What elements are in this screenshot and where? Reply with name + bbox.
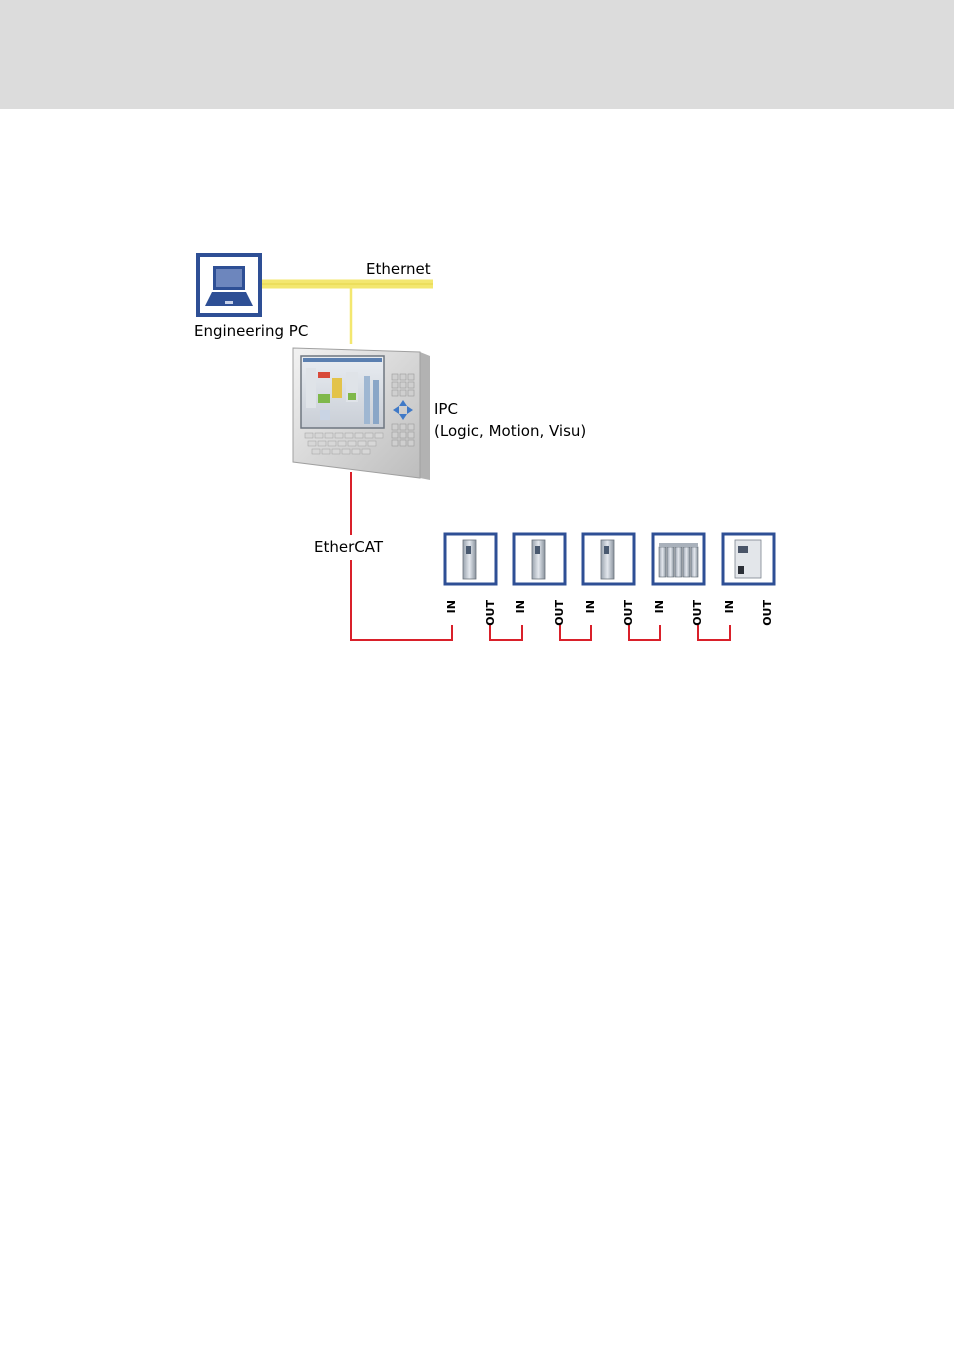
port-label-out-2: OUT	[553, 600, 566, 626]
ethercat-label: EtherCAT	[314, 538, 384, 556]
device-frequency-inverter	[723, 534, 774, 584]
ethernet-label: Ethernet	[366, 260, 431, 278]
port-label-out-1: OUT	[484, 600, 497, 626]
port-labels: IN OUT IN OUT IN OUT IN OUT IN OUT	[445, 600, 774, 626]
port-label-out-4: OUT	[691, 600, 704, 626]
port-label-in-3: IN	[584, 600, 597, 613]
device-servo-drive-3	[583, 534, 634, 584]
engineering-pc-label: Engineering PC	[194, 322, 308, 340]
engineering-pc-icon	[198, 255, 260, 315]
port-label-in-5: IN	[723, 600, 736, 613]
port-label-in-1: IN	[445, 600, 458, 613]
port-label-in-4: IN	[653, 600, 666, 613]
device-servo-drive-2	[514, 534, 565, 584]
device-servo-drive-1	[445, 534, 496, 584]
port-label-out-3: OUT	[622, 600, 635, 626]
ipc-icon	[293, 348, 430, 480]
ipc-label-line1: IPC	[434, 400, 458, 418]
port-label-in-2: IN	[514, 600, 527, 613]
ipc-label-line2: (Logic, Motion, Visu)	[434, 422, 586, 440]
device-io-module	[653, 534, 704, 584]
network-topology-diagram: Ethernet Engineering PC	[0, 0, 954, 700]
port-label-out-5: OUT	[761, 600, 774, 626]
